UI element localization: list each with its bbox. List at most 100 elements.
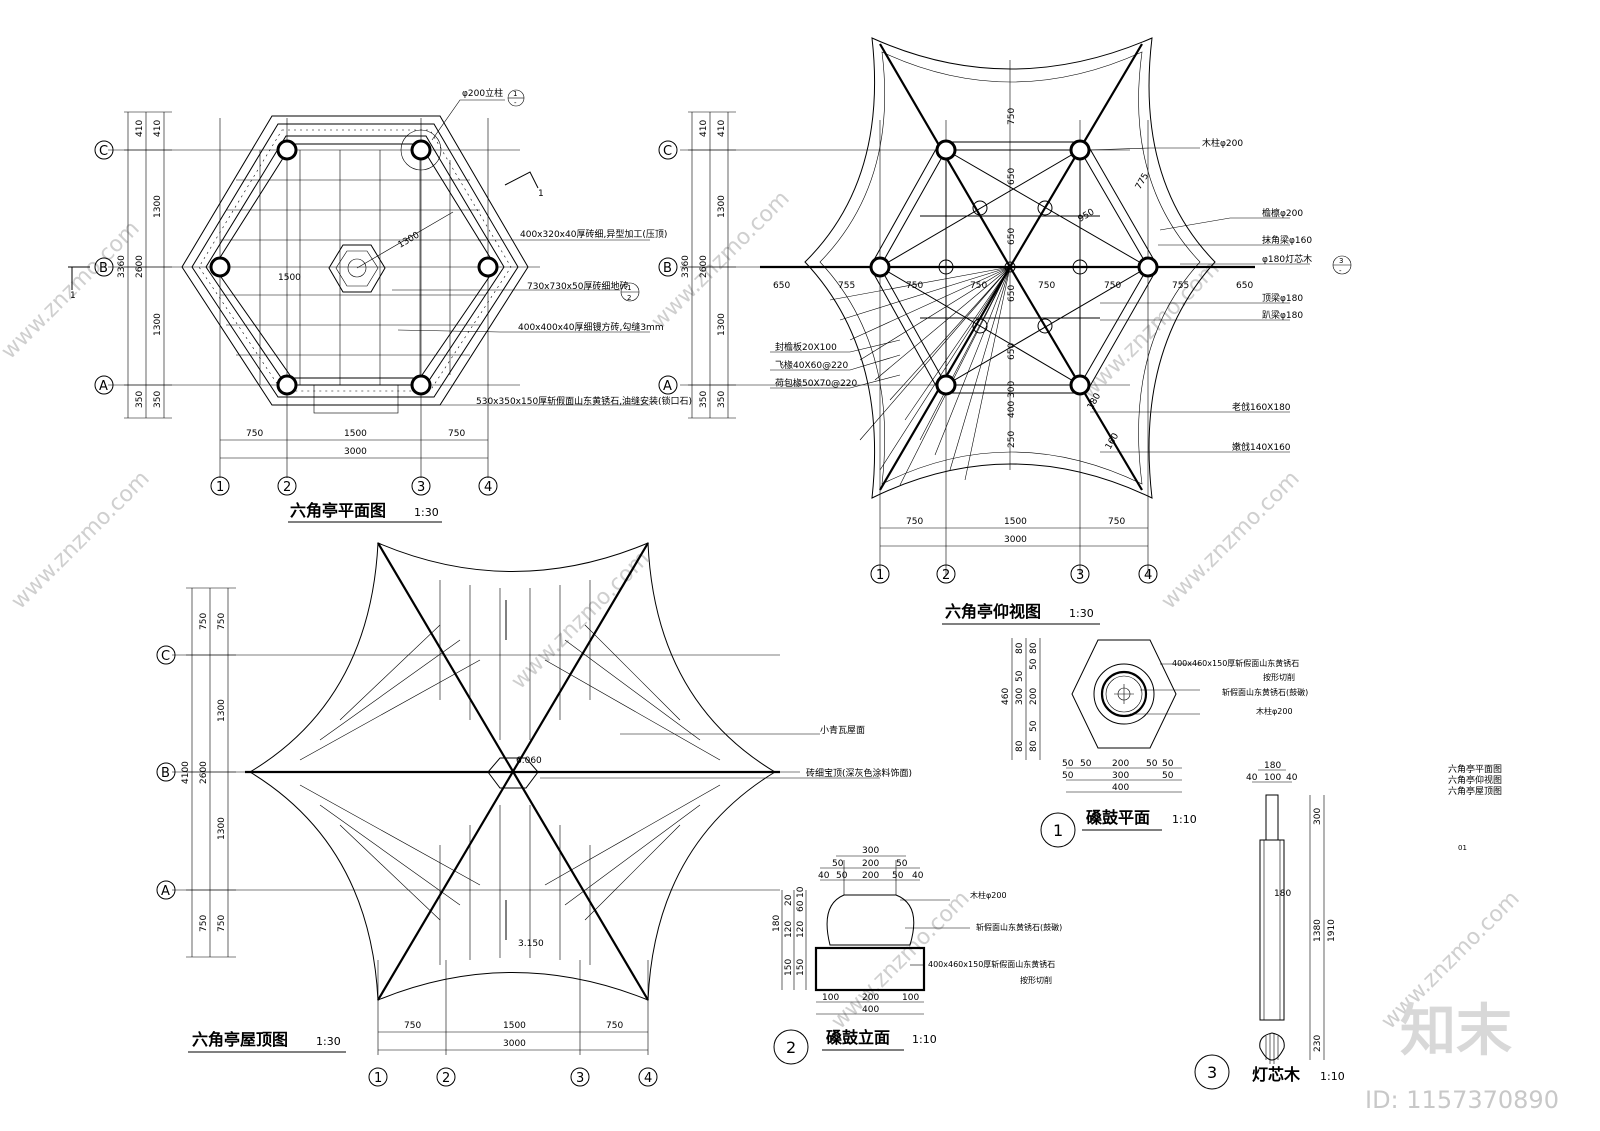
beam-triangle-1 [945, 149, 1149, 386]
svg-text:300: 300 [1015, 688, 1025, 705]
base-plan-drawing: 400x460x150厚斩假面山东黄锈石 按形切削 斩假面山东黄锈石(鼓礅) 木… [1001, 638, 1308, 848]
svg-text:410: 410 [135, 120, 145, 137]
svg-text:50: 50 [1029, 720, 1039, 732]
column [410, 374, 432, 396]
svg-text:650: 650 [1007, 168, 1017, 185]
plan-axis-bubbles: C B A 1 2 3 4 [94, 140, 498, 496]
svg-text:1500: 1500 [344, 429, 367, 439]
reflected-dims-bottom: 750 1500 750 3000 [880, 517, 1148, 547]
svg-text:2: 2 [442, 1071, 450, 1086]
rafters [829, 266, 1011, 486]
plan-leaders [370, 99, 650, 406]
reflected-columns [869, 139, 1159, 396]
svg-text:3360: 3360 [117, 255, 127, 278]
svg-text:50: 50 [1162, 759, 1174, 769]
base-plan-dims-left: 80 80 50 50 460 300 200 50 80 80 [1001, 638, 1041, 760]
svg-text:750: 750 [1108, 517, 1125, 527]
svg-text:755: 755 [838, 281, 855, 291]
svg-text:C: C [663, 144, 672, 159]
svg-text:200: 200 [862, 871, 879, 881]
svg-text:150: 150 [796, 959, 806, 976]
svg-text:3000: 3000 [1004, 535, 1027, 545]
outer-hexagon [181, 115, 529, 406]
svg-text:350: 350 [699, 391, 709, 408]
svg-text:750: 750 [404, 1021, 421, 1031]
watermark-site: www.znzmo.com [1077, 256, 1225, 404]
lamp-finial [1259, 1032, 1285, 1061]
svg-text:2: 2 [942, 568, 950, 583]
svg-text:封檐板20X100: 封檐板20X100 [775, 341, 837, 353]
svg-text:250: 250 [1007, 431, 1017, 448]
reflected-leaders [770, 147, 1310, 453]
svg-text:200: 200 [1029, 688, 1039, 705]
reflected-scale: 1:30 [1069, 607, 1094, 620]
svg-text:1500: 1500 [278, 273, 301, 283]
svg-text:80: 80 [1029, 642, 1039, 654]
base-plan-scale: 1:10 [1172, 813, 1197, 826]
svg-text:650: 650 [773, 281, 790, 291]
svg-text:750: 750 [199, 613, 209, 630]
svg-text:3.150: 3.150 [518, 939, 544, 949]
roof-finial [487, 757, 539, 789]
roof-ridges [245, 542, 780, 1001]
index-line: 六角亭屋顶图 [1448, 785, 1502, 797]
svg-text:750: 750 [217, 613, 227, 630]
svg-text:顶梁φ180: 顶梁φ180 [1262, 292, 1303, 304]
svg-text:斩假面山东黄锈石(鼓礅): 斩假面山东黄锈石(鼓礅) [976, 922, 1062, 932]
base-hexagon [1071, 639, 1177, 749]
drum-stone [826, 894, 915, 946]
base-elev-dims-left: 10 60 20 180 120 120 150 150 [772, 886, 807, 990]
svg-text:1300: 1300 [217, 817, 227, 840]
svg-text:4: 4 [644, 1071, 652, 1086]
svg-text:1300: 1300 [153, 195, 163, 218]
plan-dims-left: 410 410 1300 3360 2600 1300 350 350 [117, 111, 172, 419]
svg-text:40: 40 [1286, 773, 1298, 783]
svg-text:3: 3 [417, 480, 425, 495]
column [410, 139, 432, 161]
svg-text:B: B [99, 261, 108, 276]
svg-text:750: 750 [199, 915, 209, 932]
svg-text:750: 750 [1007, 108, 1017, 125]
reflected-title: 六角亭仰视图 [945, 602, 1041, 621]
coping-edge [191, 123, 519, 398]
svg-text:1: 1 [216, 480, 224, 495]
column [209, 256, 231, 278]
svg-text:650: 650 [1236, 281, 1253, 291]
svg-text:A: A [99, 379, 108, 394]
lamp-title: 灯芯木 [1252, 1065, 1301, 1084]
svg-text:1380: 1380 [1313, 919, 1323, 942]
plan-label-tile: 730x730x50厚砖细地砖 [527, 280, 628, 292]
svg-text:160: 160 [1104, 431, 1121, 451]
svg-text:300: 300 [862, 846, 879, 856]
plan-scale: 1:30 [414, 506, 439, 519]
roof-tiles [299, 580, 721, 965]
center-ornament [328, 244, 386, 293]
lamp-core-drawing: 180 40 100 40 300 180 1380 1910 230 3 灯芯… [1194, 761, 1345, 1090]
svg-text:1: 1 [374, 1071, 382, 1086]
svg-text:按形切削: 按形切削 [1263, 672, 1295, 682]
svg-text:抹角梁φ160: 抹角梁φ160 [1262, 234, 1312, 246]
svg-text:750: 750 [217, 915, 227, 932]
svg-text:6.060: 6.060 [516, 756, 542, 766]
roof-axis-bubbles: C B A 1 2 3 4 [156, 645, 658, 1087]
svg-text:木柱φ200: 木柱φ200 [970, 890, 1007, 900]
svg-text:A: A [161, 884, 170, 899]
svg-text:750: 750 [606, 1021, 623, 1031]
svg-text:50: 50 [1062, 771, 1074, 781]
lamp-shaft [1259, 839, 1285, 1021]
svg-text:80: 80 [1029, 740, 1039, 752]
watermark-brand: 知末 [1400, 999, 1512, 1064]
svg-text:50: 50 [892, 871, 904, 881]
svg-text:C: C [161, 649, 170, 664]
svg-text:350: 350 [135, 391, 145, 408]
eave-outline [804, 37, 1216, 499]
svg-text:410: 410 [717, 120, 727, 137]
svg-text:50: 50 [1080, 759, 1092, 769]
coping-inner-edge [205, 135, 505, 386]
svg-text:460: 460 [1001, 688, 1011, 705]
svg-text:2600: 2600 [135, 255, 145, 278]
svg-text:750: 750 [906, 517, 923, 527]
plan-label-column: φ200立柱 [462, 87, 503, 99]
svg-text:10: 10 [796, 886, 806, 898]
svg-text:3: 3 [1339, 257, 1343, 265]
